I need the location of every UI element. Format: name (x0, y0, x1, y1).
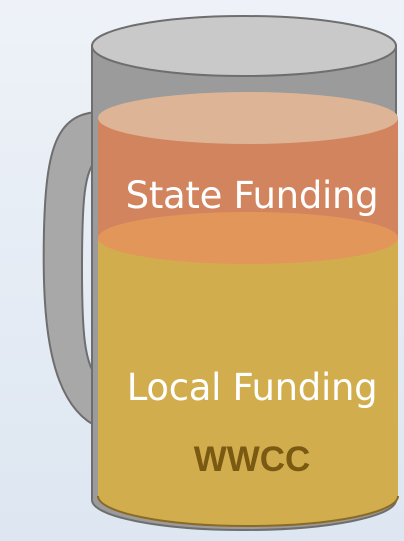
local-funding-layer (98, 238, 398, 526)
state-funding-label: State Funding (125, 174, 379, 217)
state-funding-surface (98, 92, 398, 144)
local-funding-label: Local Funding (126, 366, 378, 409)
local-funding-surface (98, 212, 398, 264)
mug-base-outline (97, 495, 399, 527)
mug-rim (91, 15, 397, 77)
mug-handle (42, 110, 101, 430)
organization-label: WWCC (193, 440, 311, 479)
